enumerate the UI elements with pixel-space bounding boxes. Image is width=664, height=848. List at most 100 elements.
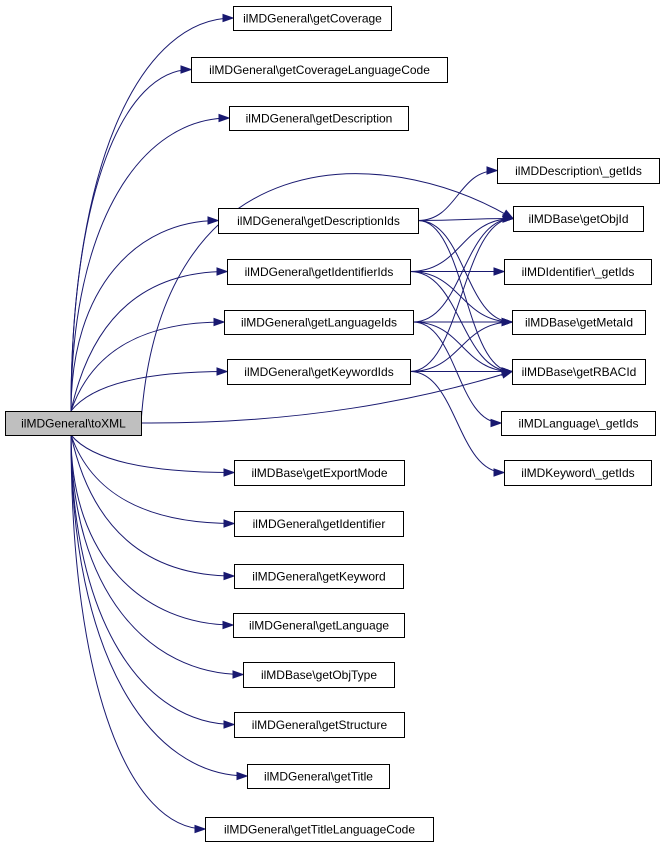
node-getObjType[interactable]: ilMDBase\getObjType (243, 662, 395, 688)
arrowhead-icon (223, 571, 236, 581)
node-identGetIds[interactable]: ilMDIdentifier\_getIds (504, 259, 652, 285)
node-label: ilMDBase\getRBACId (522, 365, 637, 379)
node-box (233, 613, 405, 638)
node-box (191, 57, 448, 83)
arrowhead-icon (490, 418, 503, 428)
node-label: ilMDDescription\_getIds (515, 164, 642, 178)
edge-line (70, 69, 192, 412)
node-box (233, 6, 392, 31)
node-getCoverageLanguageCode[interactable]: ilMDGeneral\getCoverageLanguageCode (191, 57, 448, 83)
edge-getDescriptionIds-to-getObjId (417, 214, 515, 223)
node-getRBACId[interactable]: ilMDBase\getRBACId (512, 359, 646, 385)
edge-getLanguageIds-to-langGetIds (412, 321, 503, 428)
edge-root-to-getTitle (70, 434, 249, 781)
edge-root-to-getObjType (70, 434, 245, 679)
edge-line (412, 321, 502, 424)
arrowhead-icon (180, 65, 193, 74)
edge-root-to-getLanguageIds (70, 317, 226, 412)
edge-line (140, 173, 514, 424)
edge-line (70, 434, 234, 626)
node-getIdentifier[interactable]: ilMDGeneral\getIdentifier (234, 511, 404, 537)
edge-line (140, 371, 513, 424)
node-langGetIds[interactable]: ilMDLanguage\_getIds (501, 411, 656, 436)
edge-getIdentifierIds-to-identGetIds (409, 267, 506, 276)
node-getLanguageIds[interactable]: ilMDGeneral\getLanguageIds (224, 310, 414, 335)
edge-root-to-getTitleLanguageCode (70, 434, 207, 834)
node-label: ilMDGeneral\getLanguageIds (241, 316, 397, 330)
arrowhead-icon (486, 166, 499, 175)
edge-root-to-getIdentifier (70, 434, 236, 528)
node-box (229, 106, 409, 131)
node-getMetaId[interactable]: ilMDBase\getMetaId (512, 310, 646, 335)
edge-root-to-getKeywordIds (70, 367, 229, 412)
node-label: ilMDGeneral\getIdentifier (253, 517, 386, 531)
edge-line (70, 271, 228, 412)
node-box (234, 511, 404, 537)
edge-line (70, 434, 206, 830)
edge-getKeywordIds-to-getObjId (409, 214, 515, 372)
node-box (512, 359, 646, 385)
node-label: ilMDBase\getObjId (528, 212, 628, 226)
node-getTitleLanguageCode[interactable]: ilMDGeneral\getTitleLanguageCode (205, 817, 434, 842)
edge-line (70, 117, 230, 412)
node-box (227, 259, 411, 285)
node-label: ilMDBase\getMetaId (525, 316, 633, 330)
arrowhead-icon (493, 267, 506, 276)
edge-root-to-getExportMode (70, 434, 236, 477)
arrowhead-icon (216, 367, 229, 376)
arrowhead-icon (213, 317, 226, 327)
node-label: ilMDGeneral\getDescription (246, 112, 393, 126)
edge-line (417, 218, 514, 221)
node-box (243, 662, 395, 688)
node-box (247, 764, 390, 789)
edge-line (70, 434, 235, 577)
edge-line (412, 218, 514, 323)
node-box (234, 712, 405, 738)
node-root[interactable]: ilMDGeneral\toXML (5, 411, 142, 436)
nodes-layer: ilMDGeneral\toXML ilMDGeneral\getCoverage… (5, 6, 660, 842)
arrowhead-icon (223, 720, 236, 729)
edge-root-to-getKeyword (70, 434, 236, 581)
node-getIdentifierIds[interactable]: ilMDGeneral\getIdentifierIds (227, 259, 411, 285)
edge-getKeywordIds-to-keywordGetIds (409, 371, 506, 477)
edge-line (409, 321, 513, 372)
edge-line (70, 434, 235, 725)
node-getTitle[interactable]: ilMDGeneral\getTitle (247, 764, 390, 789)
node-getDescription[interactable]: ilMDGeneral\getDescription (229, 106, 409, 131)
arrowhead-icon (223, 519, 236, 528)
edge-root-to-getLanguage (70, 434, 235, 630)
edge-root-to-getStructure (70, 434, 236, 729)
node-box (218, 208, 419, 234)
node-keywordGetIds[interactable]: ilMDKeyword\_getIds (504, 460, 652, 486)
arrowhead-icon (218, 113, 231, 123)
edge-line (412, 321, 513, 372)
node-getExportMode[interactable]: ilMDBase\getExportMode (234, 460, 405, 486)
node-getKeyword[interactable]: ilMDGeneral\getKeyword (234, 564, 404, 589)
node-box (513, 206, 644, 232)
node-label: ilMDGeneral\getKeyword (252, 570, 385, 584)
node-box (501, 411, 656, 436)
node-label: ilMDIdentifier\_getIds (522, 265, 635, 279)
node-label: ilMDBase\getExportMode (251, 466, 387, 480)
node-getObjId[interactable]: ilMDBase\getObjId (513, 206, 644, 232)
node-getStructure[interactable]: ilMDGeneral\getStructure (234, 712, 405, 738)
node-label: ilMDGeneral\getDescriptionIds (237, 214, 400, 228)
arrowhead-icon (223, 468, 236, 477)
node-getDescriptionIds[interactable]: ilMDGeneral\getDescriptionIds (218, 208, 419, 234)
node-descGetIds[interactable]: ilMDDescription\_getIds (497, 158, 660, 184)
node-box (205, 817, 434, 842)
node-getKeywordIds[interactable]: ilMDGeneral\getKeywordIds (227, 359, 411, 385)
edge-line (70, 434, 235, 473)
node-box (227, 359, 411, 385)
node-box (504, 259, 652, 285)
node-getCoverage[interactable]: ilMDGeneral\getCoverage (233, 6, 392, 31)
arrowhead-icon (216, 267, 229, 276)
edge-getDescriptionIds-to-descGetIds (417, 166, 499, 221)
node-getLanguage[interactable]: ilMDGeneral\getLanguage (233, 613, 405, 638)
node-box (234, 460, 405, 486)
node-label: ilMDGeneral\getTitleLanguageCode (224, 823, 415, 837)
node-label: ilMDGeneral\toXML (21, 417, 126, 431)
arrowhead-icon (501, 317, 514, 327)
arrowhead-icon (232, 670, 245, 679)
